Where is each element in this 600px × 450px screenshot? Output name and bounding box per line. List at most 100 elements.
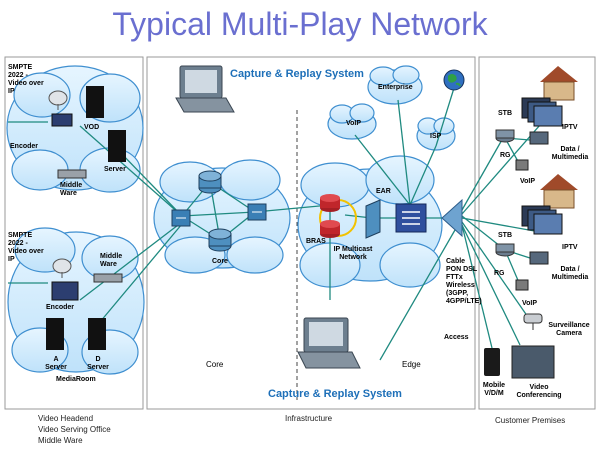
data-multimedia-label-bottom: Data / Multimedia — [551, 266, 589, 281]
footer-video-serving-office: Video Serving Office — [38, 425, 111, 434]
mediaroom-label: MediaRoom — [56, 376, 96, 383]
access-label: Access — [444, 334, 469, 341]
smpte-label-bottom: SMPTE 2022 - Video over IP — [8, 232, 44, 263]
a-server-label: A Server — [45, 356, 67, 371]
ear-switch-icon — [395, 203, 427, 233]
a-server-icon — [46, 318, 64, 350]
vod-server-icon — [86, 86, 104, 118]
middleware-label-top: Middle Ware — [60, 182, 83, 197]
ip-multicast-label: IP Multicast Network — [333, 246, 373, 261]
server-icon — [108, 130, 126, 162]
voip-cloud-label: VoIP — [346, 120, 362, 127]
rg-label-top: RG — [500, 152, 511, 159]
link-ear-enterprise — [397, 99, 411, 206]
middleware-device-bottom — [93, 273, 123, 283]
bras-router-icon-bottom — [320, 220, 340, 238]
iptv-label-bottom: IPTV — [562, 244, 578, 251]
iptv-label-top: IPTV — [562, 124, 578, 131]
link-ear-voip — [354, 134, 411, 206]
link-access-stb2 — [461, 217, 541, 233]
headend-cloud-bottom — [7, 227, 145, 375]
stb-tv-icon-top — [521, 97, 563, 127]
smpte-label-top: SMPTE 2022 - Video over IP — [8, 64, 44, 95]
encoder-device-top — [51, 113, 73, 127]
link-headend-top-core — [79, 125, 183, 217]
mobile-phone-icon — [484, 348, 500, 376]
link-headend-bottom-core — [79, 221, 183, 301]
link-server-core — [117, 149, 183, 217]
encoder-device-bottom — [51, 281, 79, 301]
data-laptop-icon-top — [529, 131, 549, 145]
video-conferencing-icon — [511, 345, 555, 379]
surveillance-camera-icon — [523, 313, 543, 330]
link-access-rg1 — [461, 137, 504, 211]
voip-cloud — [327, 103, 377, 140]
globe-icon — [443, 69, 465, 91]
capture-laptop-top — [175, 65, 235, 113]
isp-label: ISP — [430, 133, 442, 140]
page-title: Typical Multi-Play Network — [112, 6, 488, 42]
vod-label: VOD — [84, 124, 100, 131]
footer-customer-premises: Customer Premises — [495, 416, 566, 425]
enterprise-label: Enterprise — [378, 84, 413, 91]
stb-label-top: STB — [498, 110, 512, 117]
footer-video-headend: Video Headend — [38, 414, 94, 423]
core-router-icon-top — [198, 170, 222, 194]
satellite-dish-icon-top — [48, 90, 68, 110]
ear-label: EAR — [376, 188, 391, 195]
bras-router-icon-top — [320, 194, 340, 212]
multicast-switch-icon — [365, 199, 381, 239]
surveillance-camera-label: Surveillance Camera — [548, 322, 590, 337]
premises-section-frame — [478, 56, 596, 410]
stb-label-bottom: STB — [498, 232, 512, 239]
video-conferencing-label: Video Conferencing — [516, 384, 562, 399]
encoder-label-top: Encoder — [10, 143, 39, 150]
enterprise-cloud — [367, 65, 423, 105]
core-switch-icon-left — [171, 209, 191, 227]
mobile-label: Mobile V/D/M — [482, 382, 506, 397]
access-types-label: Cable PON DSL FTTx Wireless (3GPP, 4GPP/… — [446, 258, 482, 305]
capture-replay-label-top: Capture & Replay System — [230, 68, 364, 80]
encoder-label-bottom: Encoder — [46, 304, 75, 311]
footer-infrastructure: Infrastructure — [285, 414, 333, 423]
satellite-dish-icon-bottom — [52, 258, 72, 278]
link-access-camera — [461, 221, 531, 321]
house-icon-top — [540, 66, 578, 101]
link-access-mobile — [461, 224, 493, 349]
d-server-icon — [88, 318, 106, 350]
voip-phone-icon-bottom — [515, 279, 529, 291]
isp-cloud — [416, 117, 456, 151]
footer-middleware: Middle Ware — [38, 436, 83, 445]
data-laptop-icon-bottom — [529, 251, 549, 265]
voip-phone-icon-top — [515, 159, 529, 171]
d-server-label: D Server — [87, 356, 109, 371]
capture-replay-label-bottom: Capture & Replay System — [268, 388, 402, 400]
bras-label: BRAS — [306, 238, 326, 245]
core-router-icon-bottom — [208, 228, 232, 252]
rg-router-icon-top — [495, 129, 515, 143]
infrastructure-section-frame — [146, 56, 476, 410]
link-core-edge — [254, 204, 331, 213]
link-ear-isp — [409, 145, 437, 206]
core-section-label: Core — [206, 360, 224, 369]
core-link-3 — [181, 211, 256, 217]
core-switch-icon-right — [247, 203, 267, 221]
voip-label-bottom: VoIP — [522, 300, 538, 307]
link-access-edge — [379, 229, 456, 361]
link-mediaroom-core — [99, 223, 183, 323]
middleware-device-top — [57, 169, 87, 179]
house-icon-bottom — [540, 174, 578, 209]
headend-cloud-top — [6, 65, 144, 193]
edge-section-label: Edge — [402, 360, 421, 369]
link-isp-internet — [435, 87, 455, 147]
voip-label-top: VoIP — [520, 178, 536, 185]
access-splitter-icon — [441, 198, 463, 238]
middleware-label-bottom: Middle Ware — [100, 253, 123, 268]
stb-tv-icon-bottom — [521, 205, 563, 235]
capture-laptop-bottom — [297, 317, 361, 369]
rg-label-bottom: RG — [494, 270, 505, 277]
core-cloud-label: Core — [212, 258, 228, 265]
headend-section-frame — [4, 56, 144, 410]
